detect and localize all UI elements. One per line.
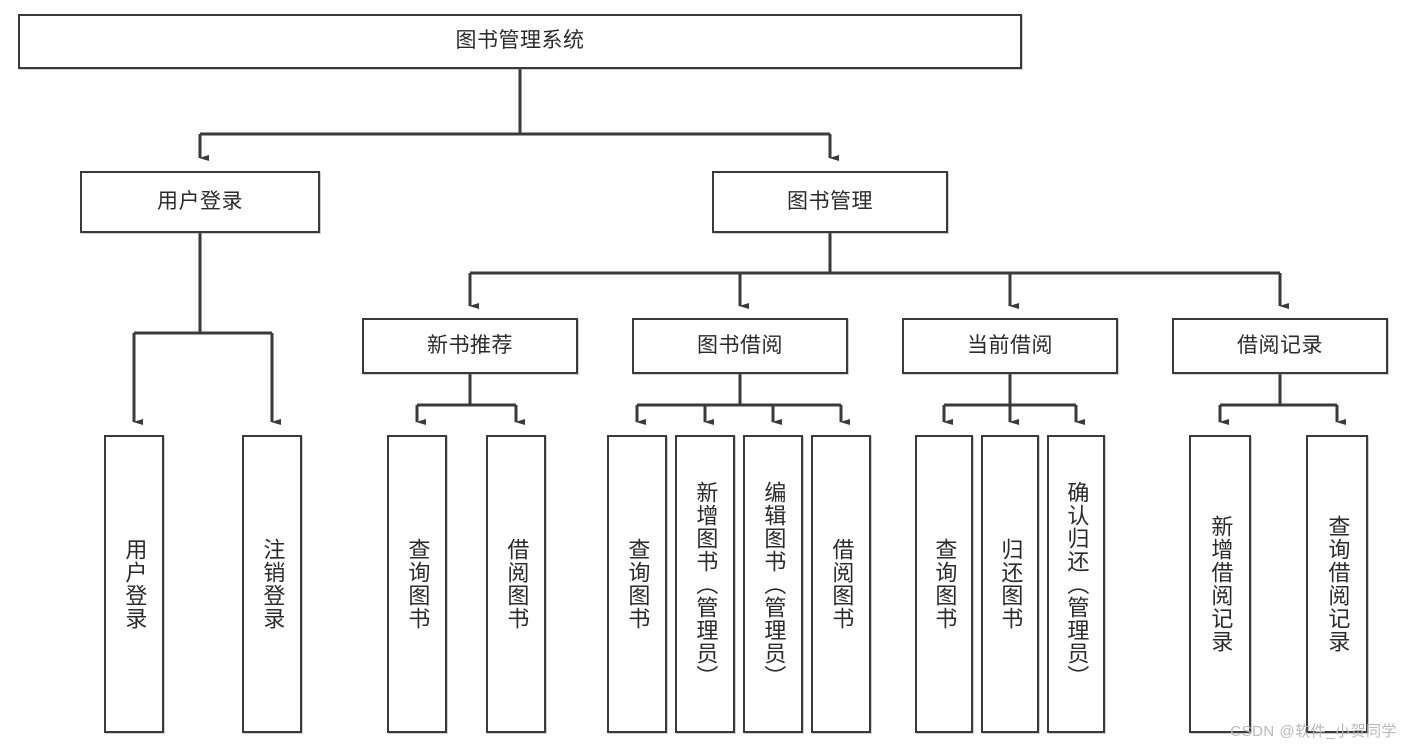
node-root[interactable]: 图书管理系统 (18, 14, 1022, 69)
leaf-add-record[interactable]: 新增借阅记录 (1189, 435, 1251, 733)
leaf-query-book-1[interactable]: 查询图书 (387, 435, 447, 733)
leaf-query-book-3[interactable]: 查询图书 (915, 435, 973, 733)
node-user-login-label: 用户登录 (157, 189, 243, 213)
node-book-borrow-label: 图书借阅 (697, 333, 783, 357)
node-borrow-record-label: 借阅记录 (1237, 333, 1323, 357)
leaf-borrow-book-2[interactable]: 借阅图书 (811, 435, 871, 733)
leaf-logout[interactable]: 注销登录 (242, 435, 302, 733)
leaf-user-login-label: 用户登录 (122, 538, 148, 630)
leaf-add-book[interactable]: 新增图书（管理员） (675, 435, 735, 733)
node-current-borrow[interactable]: 当前借阅 (902, 318, 1118, 374)
leaf-add-book-label: 新增图书（管理员） (693, 480, 719, 688)
leaf-query-book-2-label: 查询图书 (625, 538, 651, 630)
leaf-query-record[interactable]: 查询借阅记录 (1306, 435, 1368, 733)
leaf-query-record-label: 查询借阅记录 (1325, 515, 1351, 653)
leaf-borrow-book-1-label: 借阅图书 (504, 538, 530, 630)
leaf-borrow-book-1[interactable]: 借阅图书 (486, 435, 546, 733)
leaf-add-record-label: 新增借阅记录 (1208, 515, 1234, 653)
watermark: CSDN @软件_小贺同学 (1230, 723, 1397, 740)
leaf-borrow-book-2-label: 借阅图书 (829, 538, 855, 630)
node-user-login[interactable]: 用户登录 (80, 171, 320, 233)
node-book-manage[interactable]: 图书管理 (712, 171, 948, 233)
node-root-label: 图书管理系统 (455, 29, 585, 53)
leaf-query-book-2[interactable]: 查询图书 (607, 435, 667, 733)
leaf-confirm-return-label: 确认归还（管理员） (1064, 480, 1090, 688)
leaf-user-login[interactable]: 用户登录 (104, 435, 164, 733)
node-new-book-rec[interactable]: 新书推荐 (362, 318, 578, 374)
leaf-edit-book[interactable]: 编辑图书（管理员） (743, 435, 803, 733)
leaf-query-book-3-label: 查询图书 (932, 538, 958, 630)
node-current-borrow-label: 当前借阅 (967, 333, 1053, 357)
node-new-book-rec-label: 新书推荐 (427, 333, 513, 357)
leaf-return-book-label: 归还图书 (998, 538, 1024, 630)
leaf-return-book[interactable]: 归还图书 (981, 435, 1039, 733)
leaf-edit-book-label: 编辑图书（管理员） (761, 480, 787, 688)
leaf-confirm-return[interactable]: 确认归还（管理员） (1047, 435, 1105, 733)
node-book-manage-label: 图书管理 (787, 189, 873, 213)
node-book-borrow[interactable]: 图书借阅 (632, 318, 848, 374)
node-borrow-record[interactable]: 借阅记录 (1172, 318, 1388, 374)
leaf-query-book-1-label: 查询图书 (405, 538, 431, 630)
leaf-logout-label: 注销登录 (260, 538, 286, 630)
